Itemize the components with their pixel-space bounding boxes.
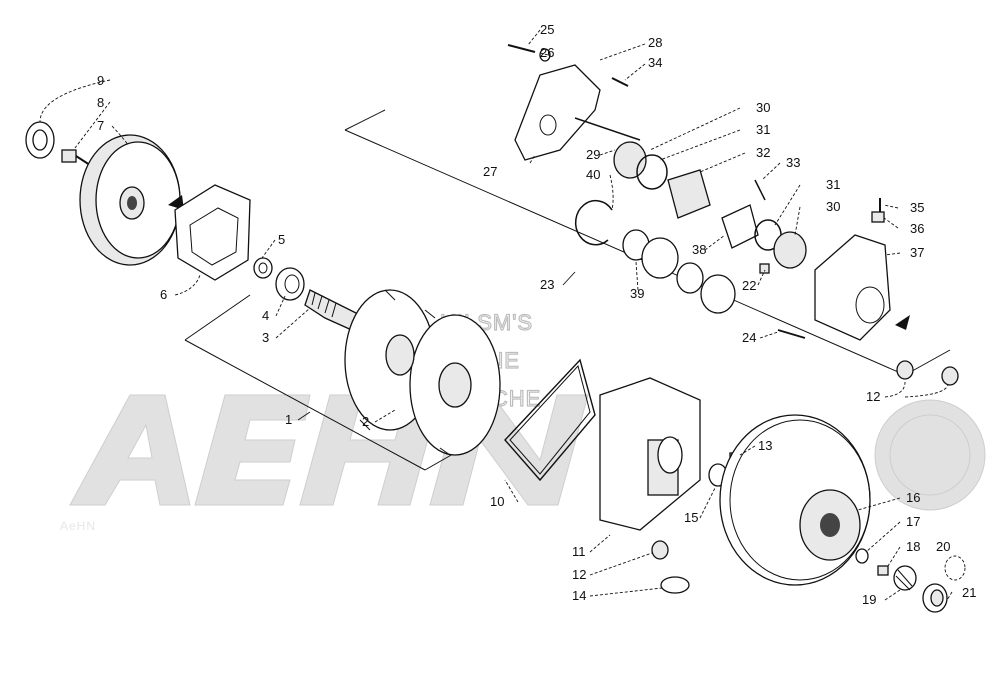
callout-36: 36 (910, 221, 924, 236)
part-12-nuts-upper (896, 360, 959, 386)
part-6-housing (174, 184, 251, 281)
callout-15: 15 (684, 510, 698, 525)
callout-30-upper: 30 (756, 100, 770, 115)
part-14-clamp (660, 576, 690, 594)
part-22-bolt (759, 263, 770, 274)
part-31-seal-upper (636, 154, 668, 190)
callout-37: 37 (910, 245, 924, 260)
callout-35: 35 (910, 200, 924, 215)
callout-30-lower: 30 (826, 199, 840, 214)
part-16-brake-disc (719, 414, 871, 586)
part-30-piston-upper (613, 141, 647, 179)
callout-7: 7 (97, 118, 104, 133)
callout-2: 2 (362, 414, 369, 429)
callout-38: 38 (692, 242, 706, 257)
callout-17: 17 (906, 514, 920, 529)
callout-31-upper: 31 (756, 122, 770, 137)
callout-31-lower: 31 (826, 177, 840, 192)
callout-33: 33 (786, 155, 800, 170)
callout-28: 28 (648, 35, 662, 50)
part-20-cap (944, 555, 966, 581)
callout-9: 9 (97, 73, 104, 88)
callout-20: 20 (936, 539, 950, 554)
callout-10: 10 (490, 494, 504, 509)
callout-23: 23 (540, 277, 554, 292)
callout-34: 34 (648, 55, 662, 70)
callout-40: 40 (586, 167, 600, 182)
part-27-caliper-half (514, 64, 601, 161)
part-9-washer (25, 121, 55, 159)
part-37-caliper-housing (814, 234, 910, 341)
part-4-bearing (275, 267, 305, 301)
callout-6: 6 (160, 287, 167, 302)
part-34-pin (611, 77, 629, 87)
part-24-bolt (777, 329, 806, 339)
callout-25: 25 (540, 22, 554, 37)
callout-16: 16 (906, 490, 920, 505)
part-7-moveable-sheave (79, 134, 184, 266)
part-30-piston-lower (773, 231, 807, 269)
callout-27: 27 (483, 164, 497, 179)
part-5-nut (253, 257, 273, 279)
callout-29: 29 (586, 147, 600, 162)
callout-21: 21 (962, 585, 976, 600)
part-12-nut-lower (651, 540, 669, 560)
part-10-gasket (504, 358, 596, 482)
callout-26: 26 (540, 45, 554, 60)
part-39-bearing (622, 229, 736, 314)
part-32-brake-pad (667, 169, 711, 219)
part-21-cap (922, 583, 948, 613)
callout-3: 3 (262, 330, 269, 345)
part-2-sprocket (344, 289, 501, 456)
part-25-bolt (507, 44, 536, 53)
leader-lines (39, 29, 953, 601)
callout-24: 24 (742, 330, 756, 345)
watermark-logo-text: AeHN (60, 519, 96, 533)
callout-12-lower: 12 (572, 567, 586, 582)
part-38-pad-plate (721, 204, 759, 249)
callout-13: 13 (758, 438, 772, 453)
part-29-pin (574, 117, 641, 141)
callout-1: 1 (285, 412, 292, 427)
part-11-chaincase (599, 377, 701, 531)
callout-5: 5 (278, 232, 285, 247)
callout-12-upper: 12 (866, 389, 880, 404)
callout-4: 4 (262, 308, 269, 323)
callout-8: 8 (97, 95, 104, 110)
callout-32: 32 (756, 145, 770, 160)
callout-18: 18 (906, 539, 920, 554)
callout-39: 39 (630, 286, 644, 301)
part-40-snap-ring (574, 199, 613, 246)
callout-11: 11 (572, 544, 586, 559)
callout-14: 14 (572, 588, 586, 603)
part-33-spring (754, 179, 766, 201)
part-26-washer (539, 48, 551, 62)
part-19-spring (893, 565, 917, 591)
part-18-bolt (877, 565, 889, 576)
part-17-washer (855, 548, 869, 564)
callout-labels: 9 8 7 5 6 4 3 1 2 10 11 12 14 15 13 12 1… (97, 22, 976, 607)
part-36-cap (871, 211, 885, 223)
callout-22: 22 (742, 278, 756, 293)
callout-19: 19 (862, 592, 876, 607)
